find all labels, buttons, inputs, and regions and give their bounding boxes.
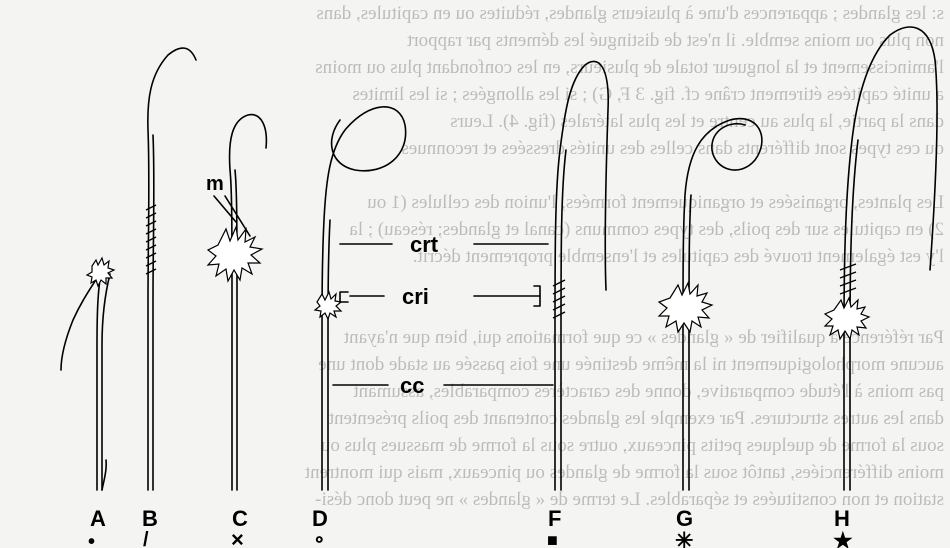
hair-f <box>553 61 608 490</box>
symbol-slash-icon: / <box>143 529 149 548</box>
hair-h <box>825 27 937 490</box>
panel-letter-d: D <box>312 506 328 531</box>
hair-g <box>659 119 762 490</box>
symbol-dot-icon: • <box>88 531 95 548</box>
symbol-star-icon: ★ <box>833 528 853 548</box>
hair-b <box>146 48 196 490</box>
annotation-lines <box>214 196 553 385</box>
label-crt: crt <box>410 232 439 257</box>
label-cc: cc <box>400 373 424 398</box>
label-m: m <box>206 173 224 195</box>
panel-letter-a: A <box>90 506 106 531</box>
hair-a <box>61 258 114 490</box>
hair-g-tuft <box>659 283 712 332</box>
panel-letter-b: B <box>142 506 158 531</box>
symbol-cross-icon: × <box>231 527 244 548</box>
symbol-circle-icon: ∘ <box>313 529 326 548</box>
panel-letter-f: F <box>548 506 561 531</box>
hair-c <box>208 115 266 490</box>
hair-d <box>315 107 406 490</box>
hair-h-tuft <box>825 298 869 339</box>
hair-c-tuft <box>208 227 262 281</box>
label-cri: cri <box>402 284 429 309</box>
symbol-asterisk-icon: ✳ <box>675 528 693 548</box>
hair-h-coils <box>840 264 856 294</box>
symbol-square-icon: ■ <box>547 530 558 548</box>
hair-a-tuft <box>87 258 114 286</box>
hair-d-tuft <box>315 292 341 319</box>
